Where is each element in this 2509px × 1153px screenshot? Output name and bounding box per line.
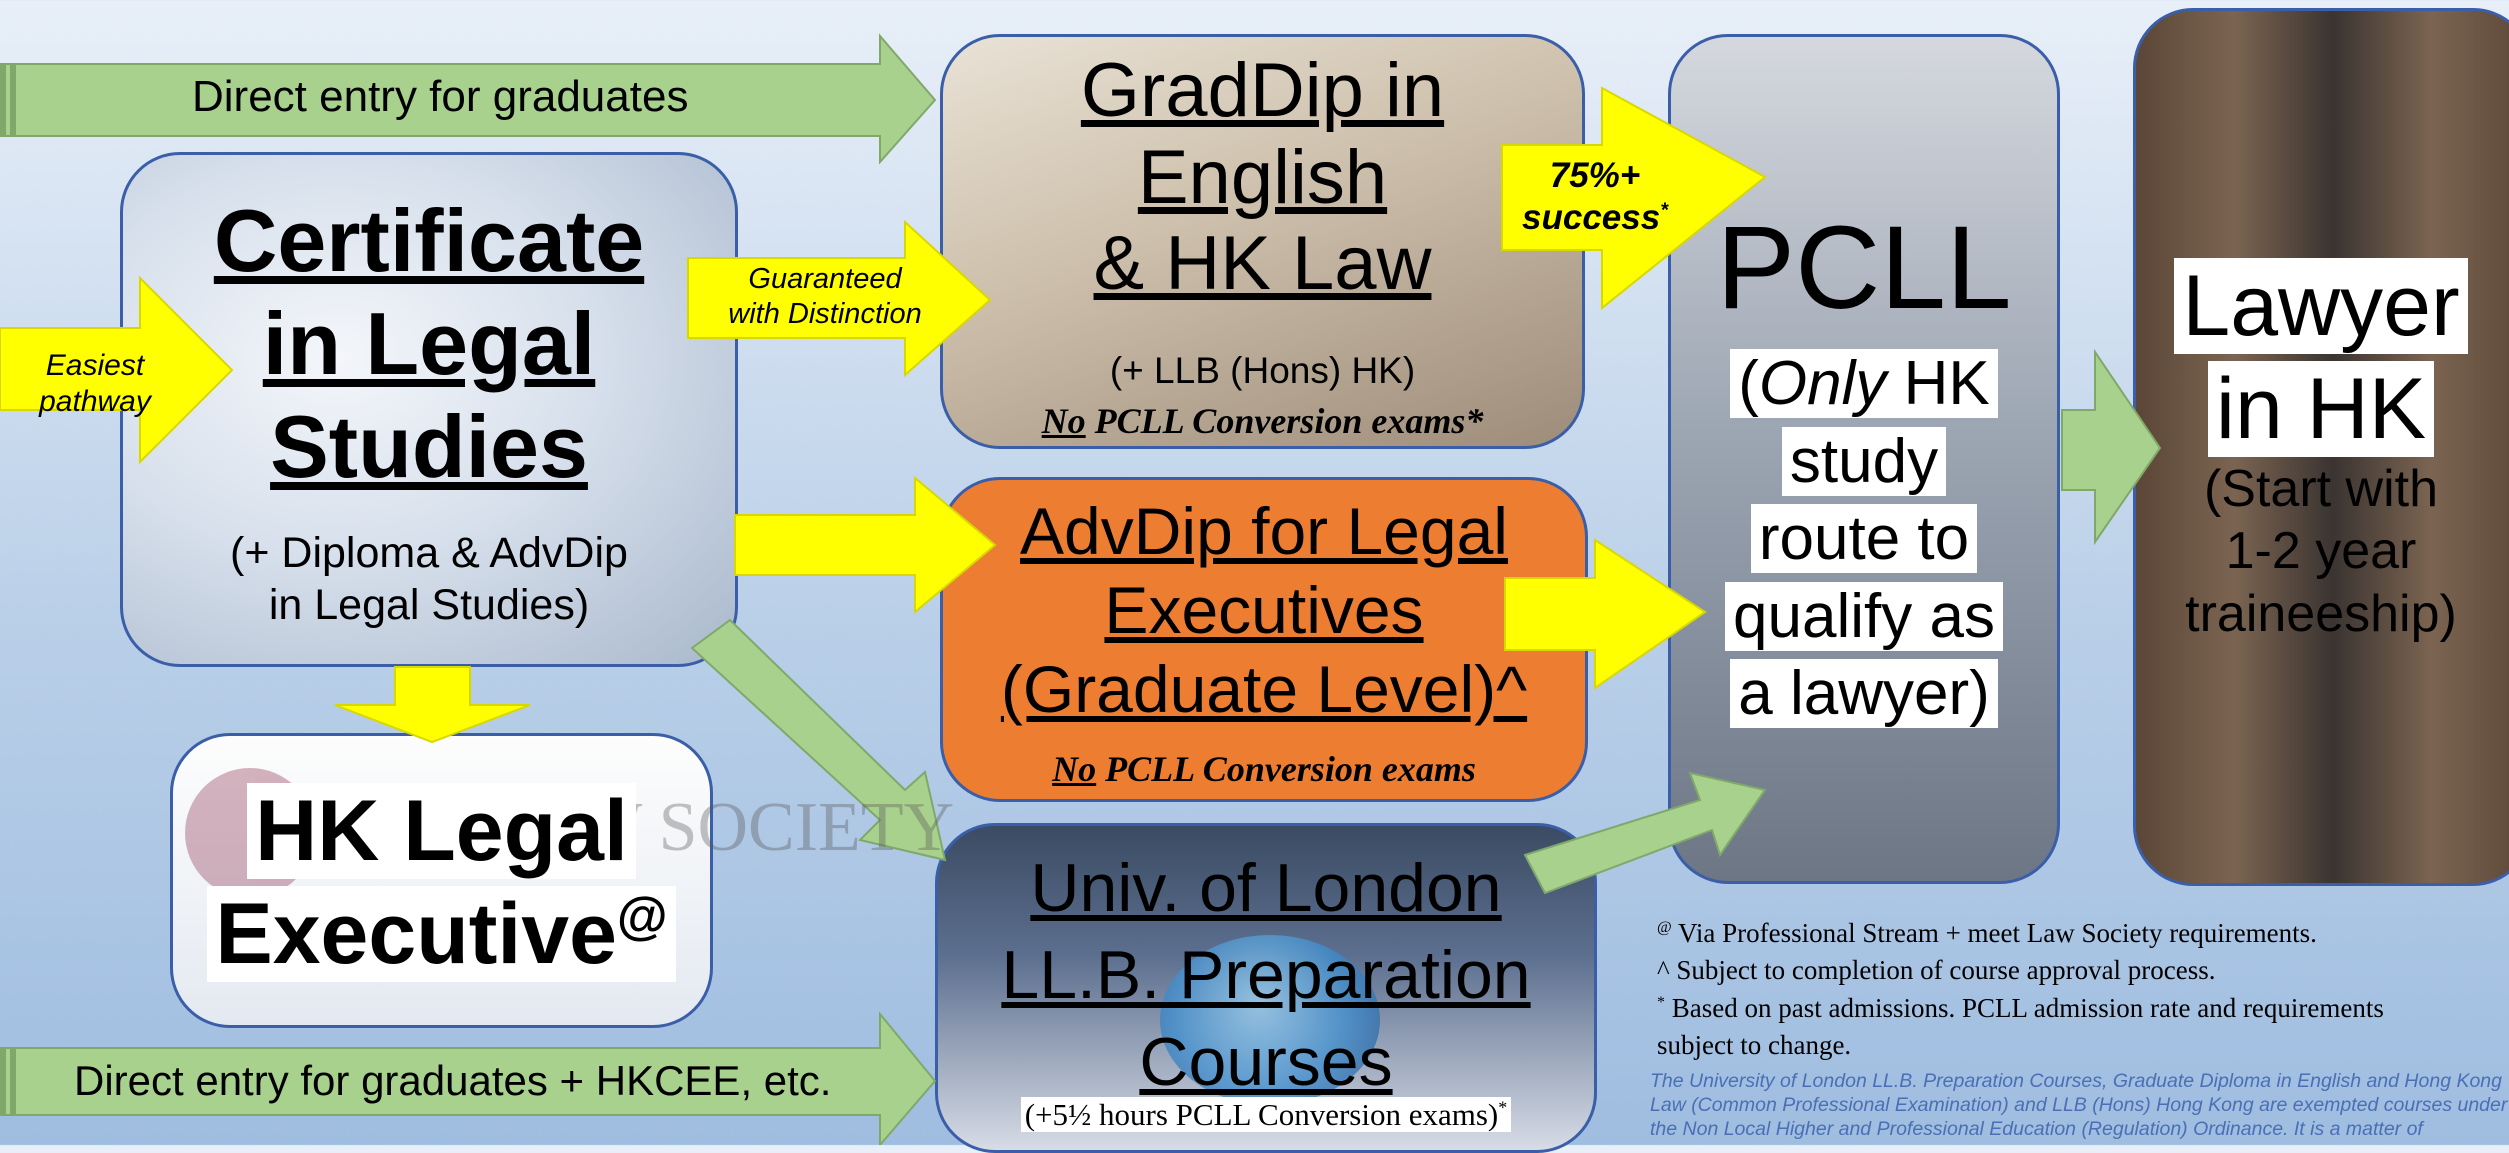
lawyer-sub-line3: traineeship) xyxy=(2185,584,2457,643)
graddip-title-line2: English xyxy=(1137,134,1388,220)
hk-legal-exec-line1: HK Legal xyxy=(247,783,636,879)
disclaimer-line1: The University of London LL.B. Preparati… xyxy=(1650,1070,2502,1092)
advdip-note: No PCLL Conversion exams xyxy=(940,748,1588,790)
graddip-title-line3: & HK Law xyxy=(1093,221,1432,307)
hk-legal-exec-title: HK Legal Executive@ xyxy=(170,780,713,986)
london-note-asterisk: * xyxy=(1498,1097,1508,1118)
graddip-note-no: No xyxy=(1041,401,1086,441)
graddip-title-line1: GradDip in xyxy=(1080,48,1445,133)
london-to-pcll-arrow xyxy=(1523,771,1767,895)
london-title-line3: Courses xyxy=(1139,1024,1393,1101)
footnote-star: * Based on past admissions. PCLL admissi… xyxy=(1657,990,2507,1027)
pcll-sub-only: Only xyxy=(1758,349,1887,418)
certificate-sub-line2: in Legal Studies) xyxy=(268,580,590,629)
lawyer-sub-line1: (Start with xyxy=(2203,460,2439,518)
direct-entry-arrow-bottom xyxy=(0,1011,937,1145)
success-asterisk: * xyxy=(1660,199,1668,222)
certificate-title-line1: Certificate xyxy=(213,191,645,290)
certificate-sub-line1: (+ Diploma & AdvDip xyxy=(230,529,628,577)
success-line1: 75%+ xyxy=(1549,156,1641,195)
london-title-line1: Univ. of London xyxy=(1030,850,1502,926)
advdip-title-line1: AdvDip for Legal xyxy=(1020,494,1508,568)
certificate-to-advdip-arrow xyxy=(734,475,997,615)
easiest-pathway-label: Easiest pathway xyxy=(10,348,180,420)
disclaimer-line3: the Non Local Higher and Professional Ed… xyxy=(1650,1117,2423,1140)
footnote-star-line2: subject to change. xyxy=(1657,1029,1852,1060)
certificate-to-london-arrow xyxy=(690,618,947,862)
footnote-caret: ^ Subject to completion of course approv… xyxy=(1657,955,2216,986)
graddip-note-rest: PCLL Conversion exams xyxy=(1085,401,1466,441)
success-label: 75%+ success* xyxy=(1505,155,1685,239)
disclaimer: The University of London LL.B. Preparati… xyxy=(1650,1070,2509,1141)
pcll-sub-line3: route to xyxy=(1750,504,1978,573)
certificate-title: Certificate in Legal Studies xyxy=(120,190,738,499)
advdip-box xyxy=(940,477,1588,802)
easiest-line1: Easiest xyxy=(45,349,145,382)
success-line2: success xyxy=(1522,198,1661,237)
pcll-title: PCLL xyxy=(1716,202,2012,334)
pcll-sub-line4: qualify as xyxy=(1725,581,2003,651)
pcll-sub-line1-rest: HK xyxy=(1886,349,1990,418)
hk-legal-exec-line2: Executive xyxy=(215,886,617,983)
footnote-star-text: Based on past admissions. PCLL admission… xyxy=(1665,992,2384,1023)
direct-entry-arrow-top xyxy=(0,33,937,165)
guaranteed-line2: with Distinction xyxy=(728,297,922,330)
certificate-subtitle: (+ Diploma & AdvDip in Legal Studies) xyxy=(120,528,738,631)
certificate-title-line3: Studies xyxy=(270,396,588,496)
lawyer-title: Lawyer in HK xyxy=(2133,255,2509,461)
advdip-title-line3: (Graduate Level)^ xyxy=(1000,652,1528,727)
certificate-box xyxy=(120,152,738,667)
certificate-to-legal-exec-arrow xyxy=(334,666,531,744)
guaranteed-label: Guaranteed with Distinction xyxy=(695,262,955,332)
lawyer-subtitle: (Start with 1-2 year traineeship) xyxy=(2133,458,2509,645)
footnote-at-text: Via Professional Stream + meet Law Socie… xyxy=(1671,918,2317,948)
footnote-star-mark: * xyxy=(1657,993,1665,1011)
pcll-sub-line2: study xyxy=(1781,426,1947,496)
advdip-note-rest: PCLL Conversion exams xyxy=(1096,749,1476,789)
footnote-at-mark: @ xyxy=(1657,919,1672,936)
footnote-at: @ Via Professional Stream + meet Law Soc… xyxy=(1657,915,2507,952)
advdip-note-no: No xyxy=(1052,749,1097,789)
lawyer-line2: in HK xyxy=(2207,361,2435,458)
advdip-to-pcll-arrow xyxy=(1504,538,1707,690)
certificate-title-line2: in Legal xyxy=(262,293,596,393)
london-title: Univ. of London LL.B. Preparation Course… xyxy=(935,845,1597,1106)
disclaimer-line2: Law (Common Professional Examination) an… xyxy=(1650,1093,2508,1116)
advdip-title: AdvDip for Legal Executives (Graduate Le… xyxy=(940,492,1588,730)
lawyer-sub-line2: 1-2 year xyxy=(2225,522,2417,581)
lawyer-line1: Lawyer xyxy=(2174,258,2468,354)
success-arrow xyxy=(1501,86,1767,311)
london-note-text: (+5½ hours PCLL Conversion exams) xyxy=(1024,1097,1499,1132)
london-note: (+5½ hours PCLL Conversion exams)* xyxy=(935,1097,1597,1133)
pcll-to-lawyer-arrow xyxy=(2061,348,2162,546)
advdip-title-line2: Executives xyxy=(1104,573,1424,648)
graddip-box xyxy=(940,34,1585,449)
graddip-title: GradDip in English & HK Law xyxy=(940,48,1585,308)
pcll-subtitle: (Only HK study route to qualify as a law… xyxy=(1668,345,2060,733)
direct-entry-label-bottom: Direct entry for graduates + HKCEE, etc. xyxy=(74,1057,832,1104)
pcll-sub-line5: a lawyer) xyxy=(1730,659,1998,728)
graddip-note: No PCLL Conversion exams* xyxy=(940,400,1585,442)
guaranteed-line1: Guaranteed xyxy=(748,263,902,295)
london-globe-icon xyxy=(1160,935,1380,1105)
hk-legal-exec-at: @ xyxy=(616,887,668,946)
easiest-pathway-arrow xyxy=(0,275,234,465)
direct-entry-label-top: Direct entry for graduates xyxy=(192,72,689,121)
easiest-line2: pathway xyxy=(39,385,151,418)
graddip-note-asterisk: * xyxy=(1465,401,1484,441)
graddip-subtitle: (+ LLB (Hons) HK) xyxy=(1109,350,1416,391)
footnotes: @ Via Professional Stream + meet Law Soc… xyxy=(1657,915,2507,1064)
guaranteed-arrow xyxy=(687,219,992,378)
london-title-line2: LL.B. Preparation xyxy=(1001,937,1531,1014)
